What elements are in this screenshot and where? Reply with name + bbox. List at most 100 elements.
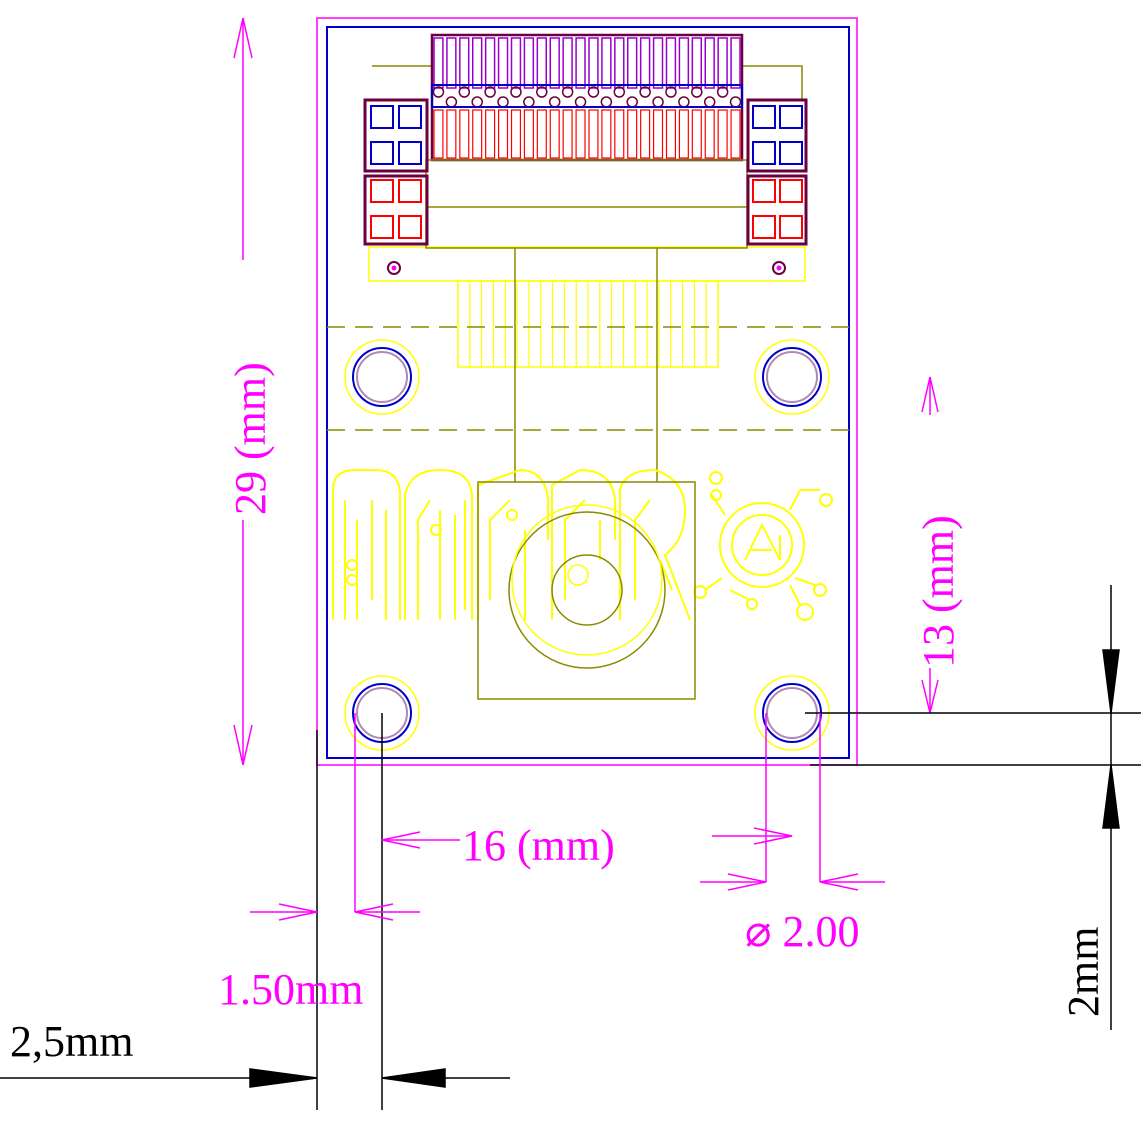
mounting-hole-top-right [754, 339, 830, 415]
connector-pin-bottom [678, 109, 689, 159]
connector-pin-bottom [575, 109, 586, 159]
connector-via [639, 86, 651, 98]
connector-pin-top [730, 37, 741, 89]
connector-pin-top [627, 37, 638, 89]
connector-via [691, 86, 703, 98]
connector-via [561, 86, 574, 98]
connector-pin-top [614, 37, 625, 89]
connector-pin-bottom [433, 109, 444, 159]
connector-pin-top [575, 37, 586, 89]
connector-pin-bottom [523, 109, 534, 159]
hole-spacing-dimension-label: 16 (mm) [462, 821, 615, 870]
connector-via [574, 96, 587, 108]
dimension-bottom-margin [1102, 585, 1120, 1030]
dimension-height [233, 17, 253, 766]
connector-pin-bottom [497, 109, 509, 159]
side-pad-top-right [746, 98, 808, 173]
connector-pin-top [433, 37, 444, 89]
connector-via [703, 96, 716, 108]
connector-pin-bottom [601, 109, 612, 159]
connector-via [652, 96, 664, 108]
connector-pin-bottom [640, 109, 651, 159]
connector-pin-top [523, 37, 535, 89]
connector-pin-top [562, 37, 573, 89]
connector-via [613, 86, 626, 98]
ai-logo [693, 471, 833, 621]
connector-pin-top [497, 37, 509, 89]
connector-pin-top [704, 37, 715, 89]
connector-via [471, 96, 483, 108]
connector-pin-top [588, 37, 599, 89]
flex-ribbon [457, 280, 719, 368]
edge-offset-dimension-label: 1.50mm [218, 965, 363, 1014]
connector-via [523, 96, 535, 108]
connector-pin-top [601, 37, 612, 89]
connector-pin-top [652, 37, 664, 89]
connector-pin-bottom [614, 109, 625, 159]
connector-pin-top [639, 37, 651, 89]
connector-frame-right [741, 65, 803, 100]
dimension-edge-offset [250, 903, 420, 921]
connector-body [425, 159, 748, 249]
connector-pin-bottom [485, 109, 496, 159]
connector-via [548, 96, 561, 108]
connector-pin-bottom [472, 109, 483, 159]
side-pad-top-left [363, 98, 429, 173]
height-dimension-label: 29 (mm) [226, 362, 275, 515]
connector-pin-bottom [536, 109, 547, 159]
connector-pin-bottom [717, 109, 728, 159]
connector-pin-top [472, 37, 483, 89]
connector-pin-bottom [459, 109, 470, 159]
via-right [772, 261, 786, 275]
connector-pin-bottom [549, 109, 560, 159]
connector-via [626, 96, 638, 108]
side-pad-bottom-left [363, 174, 429, 246]
connector-via [432, 86, 445, 98]
connector-pin-bottom [588, 109, 599, 159]
mounting-hole-top-left [344, 339, 420, 415]
connector-pin-top [536, 37, 547, 89]
connector-via [458, 86, 471, 98]
connector-via [665, 86, 677, 98]
connector-pin-bottom [446, 109, 457, 159]
connector-pin-top [484, 37, 496, 89]
connector-via [716, 86, 729, 98]
connector-pin-bottom [691, 109, 702, 159]
board-outline-magenta [316, 17, 858, 766]
connector-pin-top [510, 37, 522, 89]
via-left [387, 261, 401, 275]
connector-frame [372, 65, 433, 100]
hole-offset-dimension-label: 13 (mm) [914, 515, 963, 668]
connector-pin-top [549, 37, 560, 89]
dimension-hole-diameter [700, 873, 885, 891]
silkscreen-logo [332, 468, 691, 621]
connector-pin-bottom [510, 109, 522, 159]
connector-via [587, 86, 600, 98]
board-outline-blue [326, 26, 850, 759]
lens-yellow-outer [511, 504, 663, 656]
connector-pins [430, 33, 744, 162]
bottom-margin-dimension-label: 2mm [1059, 927, 1108, 1017]
connector-pin-bottom [730, 109, 741, 159]
connector-via-band [431, 84, 743, 108]
connector-via [600, 96, 613, 108]
side-pad-bottom-right [746, 174, 808, 246]
lens-barrel-inner [551, 554, 623, 626]
dimension-hole-spacing [381, 827, 793, 849]
lens-yellow-inner [567, 564, 589, 586]
connector-pin-bottom [627, 109, 638, 159]
connector-pin-top [459, 37, 470, 89]
connector-pin-top [691, 37, 702, 89]
connector-via [484, 86, 496, 98]
connector-via [497, 96, 509, 108]
connector-via [536, 86, 548, 98]
lens-barrel-outer [508, 511, 666, 669]
connector-pin-bottom [652, 109, 664, 159]
dimension-total-offset [0, 1068, 510, 1088]
connector-via [678, 96, 690, 108]
lens-housing [477, 481, 696, 700]
hole-diameter-dimension-label: ⌀ 2.00 [745, 907, 860, 956]
connector-pin-bottom [665, 109, 677, 159]
connector-pin-bottom [562, 109, 573, 159]
